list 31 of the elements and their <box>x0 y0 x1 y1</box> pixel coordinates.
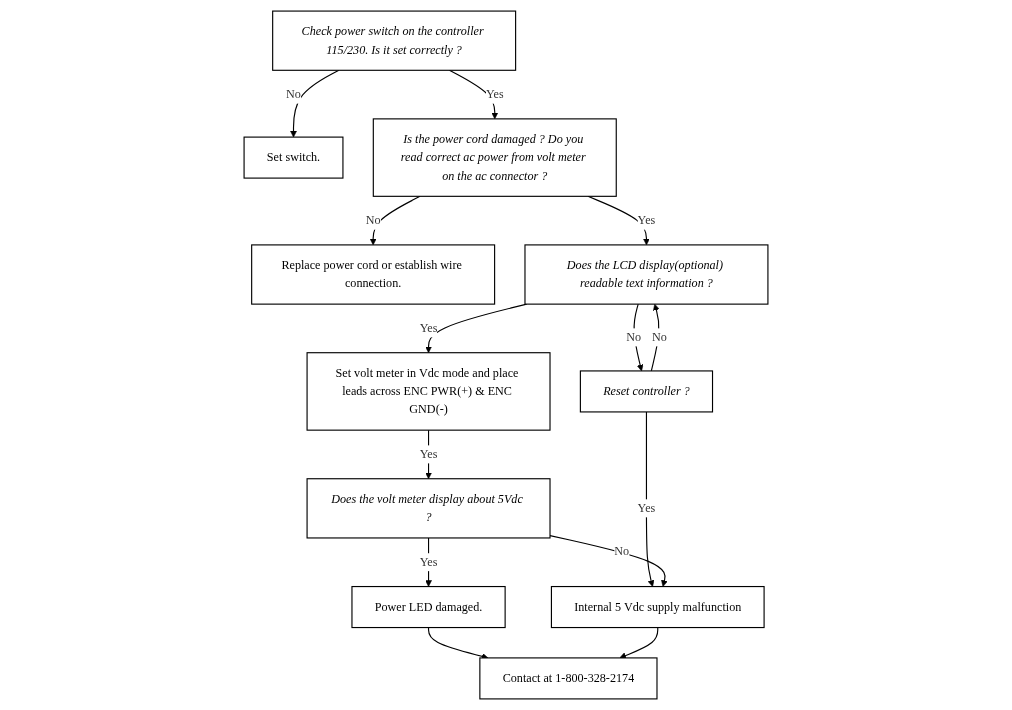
arrow <box>369 195 421 246</box>
node-box: Internal 5 Vdc supply malfunction <box>550 585 765 629</box>
node-box: Set switch. <box>243 136 344 179</box>
edge-label: No <box>286 87 301 101</box>
edge-label: Yes <box>419 447 438 461</box>
node-box: Contact at 1-800-328-2174 <box>479 657 658 700</box>
edge-label: No <box>614 544 630 558</box>
edge-label: Yes <box>637 213 656 227</box>
edge-label: Yes <box>637 501 656 515</box>
node-box: Check power switch on the controller 115/230. Is it set correctly ? <box>272 10 517 71</box>
edge-label: No <box>651 330 667 344</box>
edge-label: Yes <box>485 87 504 101</box>
node-box: Is the power cord damaged ? Do you read correct ac power from volt meter on the ac connector ? <box>372 118 617 197</box>
edge-label: Yes <box>419 555 438 569</box>
arrow <box>587 195 650 246</box>
arrow <box>290 69 340 138</box>
edge-label: No <box>365 213 381 227</box>
arrow <box>549 535 668 587</box>
node-box: Replace power cord or establish wire connection. <box>251 244 496 305</box>
arrow <box>619 626 659 659</box>
arrow <box>633 303 644 372</box>
node-box: Power LED damaged. <box>351 585 506 629</box>
node-box: Reset controller ? <box>579 370 714 413</box>
node-box: Does the volt meter display about 5Vdc ? <box>306 478 551 539</box>
arrow <box>645 411 655 587</box>
node-box: Does the LCD display(optional) readable text information ? <box>524 244 769 305</box>
arrow <box>427 626 489 660</box>
node-box: Set volt meter in Vdc mode and place leads across ENC PWR(+) & ENC GND(-) <box>306 352 551 431</box>
edge-label: No <box>626 330 641 344</box>
edge-label: Yes <box>419 321 438 335</box>
arrow <box>448 69 499 120</box>
